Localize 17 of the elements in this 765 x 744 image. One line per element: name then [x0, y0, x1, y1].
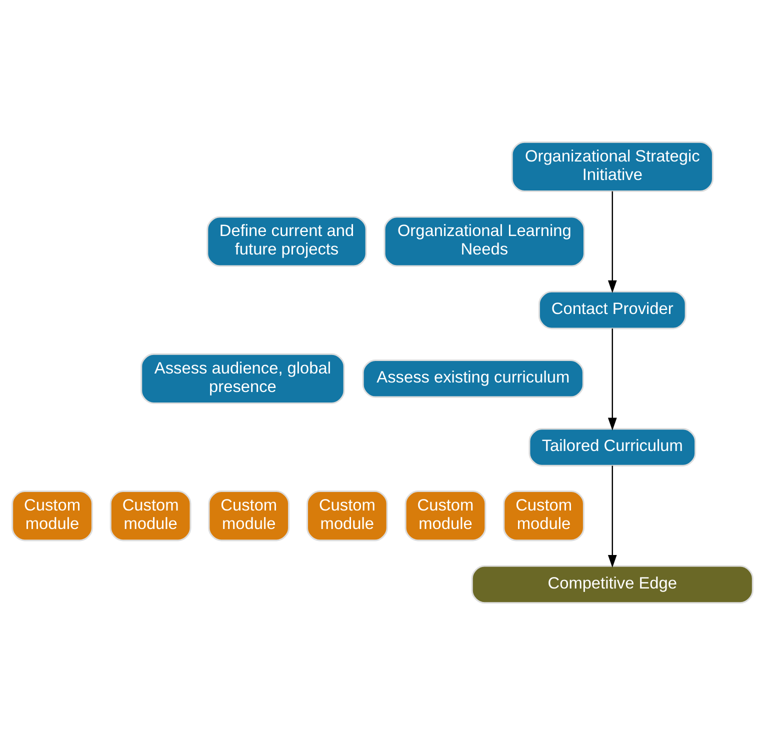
- node-box: Custom module: [306, 490, 388, 541]
- node-box: Custom module: [12, 490, 93, 541]
- node-box: Assess existing curriculum: [362, 358, 584, 398]
- arrow: [608, 465, 617, 568]
- node-box: Custom module: [208, 490, 290, 541]
- node-box: Custom module: [404, 490, 486, 541]
- node-box: Tailored Curriculum: [528, 428, 696, 466]
- node-box: Competitive Edge: [471, 564, 754, 604]
- node-box: Custom module: [110, 490, 192, 541]
- node-box: Custom module: [503, 490, 584, 541]
- node-box: Contact Provider: [538, 290, 686, 329]
- node-box: Define current and future projects: [206, 216, 367, 266]
- node-box: Assess audience, global presence: [140, 352, 345, 404]
- node-box: Organizational Learning Needs: [384, 216, 585, 266]
- arrow: [608, 190, 617, 293]
- arrow: [608, 328, 617, 430]
- node-box: Organizational Strategic Initiative: [511, 140, 714, 192]
